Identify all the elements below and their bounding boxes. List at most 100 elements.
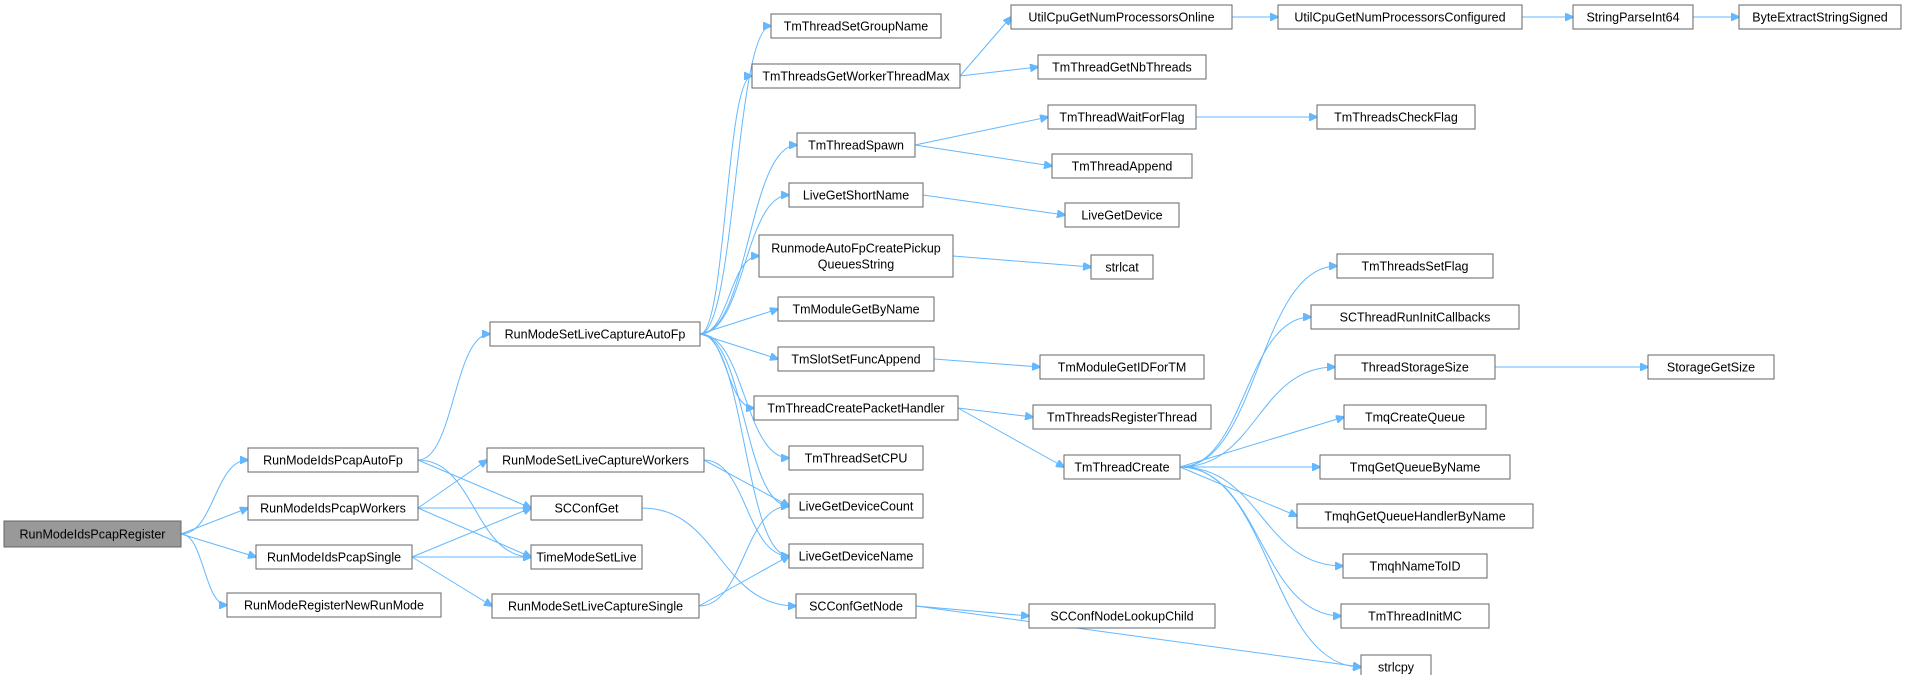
node-box	[1336, 253, 1494, 279]
node-box	[530, 544, 643, 570]
function-node-spawn[interactable]: TmThreadSpawn	[796, 132, 916, 158]
node-label: RunModeSetLiveCaptureWorkers	[502, 454, 689, 468]
node-label: TmThreadsGetWorkerThreadMax	[762, 70, 950, 84]
function-node-root[interactable]: RunModeIdsPcapRegister	[3, 520, 182, 548]
node-box	[788, 543, 924, 569]
call-edge-getworkermax-to-nbthreads	[959, 67, 1038, 77]
node-label: UtilCpuGetNumProcessorsConfigured	[1294, 11, 1505, 25]
function-node-lcautofp[interactable]: RunModeSetLiveCaptureAutoFp	[489, 321, 701, 347]
call-edge-createph-to-regthread	[957, 407, 1033, 417]
node-label: TmModuleGetIDForTM	[1058, 361, 1187, 375]
node-label: SCConfNodeLookupChild	[1050, 610, 1193, 624]
function-node-modbyname[interactable]: TmModuleGetByName	[777, 296, 935, 322]
function-node-lcworkers[interactable]: RunModeSetLiveCaptureWorkers	[486, 447, 705, 473]
function-node-tmqh[interactable]: TmqhGetQueueHandlerByName	[1296, 503, 1534, 529]
node-label: UtilCpuGetNumProcessorsOnline	[1028, 11, 1214, 25]
node-label: TmThreadsRegisterThread	[1047, 411, 1197, 425]
node-label: RunModeSetLiveCaptureAutoFp	[505, 328, 686, 342]
node-label: strlcat	[1105, 261, 1139, 275]
node-box	[1064, 202, 1180, 228]
function-node-lcsingle[interactable]: RunModeSetLiveCaptureSingle	[491, 593, 700, 619]
function-node-strlcat[interactable]: strlcat	[1090, 254, 1154, 280]
function-node-setflag[interactable]: TmThreadsSetFlag	[1336, 253, 1494, 279]
function-node-modid[interactable]: TmModuleGetIDForTM	[1039, 354, 1205, 380]
node-box	[1334, 354, 1496, 380]
node-box	[788, 445, 924, 471]
call-edge-spawn-to-append	[914, 144, 1052, 166]
call-edge-lcworkers-to-livecount	[703, 459, 789, 506]
function-node-runinit[interactable]: SCThreadRunInitCallbacks	[1310, 304, 1520, 330]
call-edge-tcreate-to-storagesize	[1179, 367, 1335, 468]
node-box	[758, 234, 954, 278]
function-node-checkflag[interactable]: TmThreadsCheckFlag	[1316, 104, 1476, 130]
call-edge-pickup-to-strlcat	[952, 255, 1091, 267]
node-box	[486, 447, 705, 473]
function-node-setgroup[interactable]: TmThreadSetGroupName	[770, 13, 942, 39]
node-box	[1319, 454, 1511, 480]
node-label: TmThreadsCheckFlag	[1334, 111, 1458, 125]
function-node-storageget[interactable]: StorageGetSize	[1647, 354, 1775, 380]
node-box	[1316, 104, 1476, 130]
call-edge-tcreate-to-setflag	[1179, 266, 1337, 468]
call-edge-lcautofp-to-setgroup	[699, 26, 771, 335]
function-node-initmc[interactable]: TmThreadInitMC	[1340, 603, 1490, 629]
function-node-livecount[interactable]: LiveGetDeviceCount	[788, 493, 924, 519]
function-node-autofp[interactable]: RunModeIdsPcapAutoFp	[247, 447, 419, 473]
function-node-confgetnode[interactable]: SCConfGetNode	[795, 593, 917, 619]
function-node-lookupchild[interactable]: SCConfNodeLookupChild	[1028, 603, 1216, 629]
node-box	[1051, 153, 1193, 179]
node-box	[1047, 104, 1197, 130]
function-node-parseint[interactable]: StringParseInt64	[1572, 4, 1694, 30]
call-edge-root-to-regnew	[180, 533, 227, 605]
function-node-append[interactable]: TmThreadAppend	[1051, 153, 1193, 179]
function-node-livedevice[interactable]: LiveGetDevice	[1064, 202, 1180, 228]
function-node-waitflag[interactable]: TmThreadWaitForFlag	[1047, 104, 1197, 130]
function-node-tmqcreate[interactable]: TmqCreateQueue	[1343, 404, 1487, 430]
call-edge-scconfget-to-confgetnode	[641, 507, 796, 606]
call-edge-lcsingle-to-livename	[698, 556, 789, 607]
node-label: RunModeIdsPcapWorkers	[260, 502, 406, 516]
call-edge-tcreate-to-strlcpy	[1179, 466, 1361, 667]
node-box	[1310, 304, 1520, 330]
function-node-timemode[interactable]: TimeModeSetLive	[530, 544, 643, 570]
call-edge-lcautofp-to-modbyname	[699, 309, 778, 335]
function-node-setcpu[interactable]: TmThreadSetCPU	[788, 445, 924, 471]
node-label: SCConfGet	[555, 502, 619, 516]
function-node-liveshort[interactable]: LiveGetShortName	[788, 182, 924, 208]
function-node-nbthreads[interactable]: TmThreadGetNbThreads	[1037, 54, 1207, 80]
function-node-scconfget[interactable]: SCConfGet	[530, 495, 643, 521]
function-node-slotappend[interactable]: TmSlotSetFuncAppend	[777, 346, 935, 372]
function-node-regnew[interactable]: RunModeRegisterNewRunMode	[226, 592, 442, 618]
function-node-getworkermax[interactable]: TmThreadsGetWorkerThreadMax	[751, 63, 961, 89]
function-node-tcreate[interactable]: TmThreadCreate	[1063, 454, 1181, 480]
node-box	[1342, 553, 1488, 579]
node-box	[255, 544, 413, 570]
function-node-tmqhid[interactable]: TmqhNameToID	[1342, 553, 1488, 579]
node-box	[1028, 603, 1216, 629]
function-node-tmqget[interactable]: TmqGetQueueByName	[1319, 454, 1511, 480]
function-node-single[interactable]: RunModeIdsPcapSingle	[255, 544, 413, 570]
node-label: TmqCreateQueue	[1365, 411, 1465, 425]
function-node-cpuconf[interactable]: UtilCpuGetNumProcessorsConfigured	[1277, 4, 1523, 30]
call-edge-spawn-to-waitflag	[914, 117, 1048, 146]
function-node-workers[interactable]: RunModeIdsPcapWorkers	[247, 495, 419, 521]
function-node-byteextract[interactable]: ByteExtractStringSigned	[1738, 4, 1902, 30]
node-label: TimeModeSetLive	[536, 551, 636, 565]
node-label: TmqhNameToID	[1370, 560, 1461, 574]
node-box	[1039, 354, 1205, 380]
function-node-storagesize[interactable]: ThreadStorageSize	[1334, 354, 1496, 380]
call-edge-lcautofp-to-livename	[699, 333, 789, 556]
function-node-strlcpy[interactable]: strlcpy	[1360, 654, 1432, 675]
call-edge-liveshort-to-livedevice	[922, 194, 1065, 215]
function-node-cpuonline[interactable]: UtilCpuGetNumProcessorsOnline	[1010, 4, 1233, 30]
function-node-createph[interactable]: TmThreadCreatePacketHandler	[753, 395, 959, 421]
function-node-livename[interactable]: LiveGetDeviceName	[788, 543, 924, 569]
function-node-regthread[interactable]: TmThreadsRegisterThread	[1032, 404, 1212, 430]
call-edge-slotappend-to-modid	[933, 358, 1040, 367]
node-box	[788, 182, 924, 208]
node-box	[1010, 4, 1233, 30]
node-label: RunModeSetLiveCaptureSingle	[508, 600, 683, 614]
call-edge-root-to-single	[180, 533, 256, 557]
